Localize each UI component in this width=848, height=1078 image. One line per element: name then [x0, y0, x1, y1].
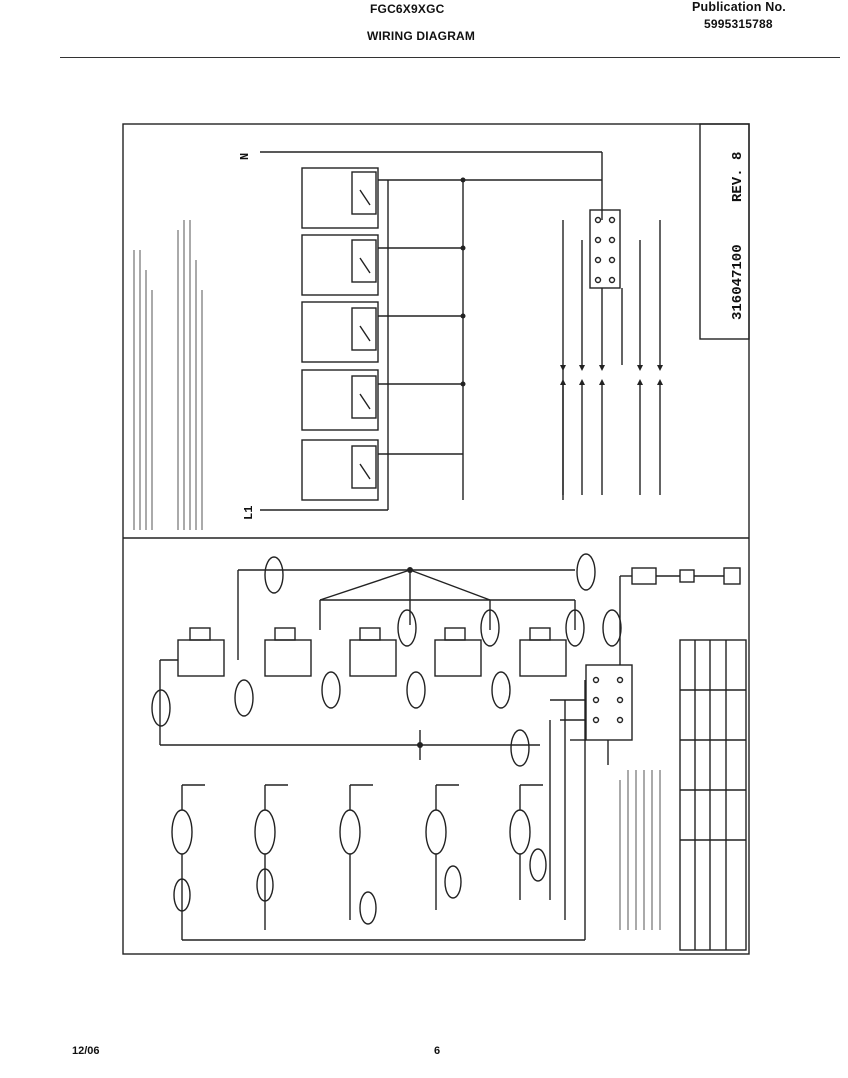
switch-column: [301, 167, 379, 501]
drawing-number: 316047100: [730, 244, 746, 320]
caution-text-block: [133, 220, 203, 530]
l1-label: L1: [242, 505, 256, 520]
note-text-block: [619, 770, 661, 930]
title-block-box: [699, 123, 750, 340]
footer-date: 12/06: [72, 1045, 100, 1057]
igniter-electrodes: [171, 784, 547, 940]
publication-number: 5995315788: [704, 17, 773, 31]
power-plug: [723, 567, 741, 585]
model-number: FGC6X9XGC: [370, 2, 445, 16]
neutral-label: N: [238, 152, 252, 160]
wiring-diagram: 316047100 REV. 8 L1 N: [120, 120, 760, 965]
wiring-diagram-svg: [122, 123, 750, 955]
terminal-block: [631, 567, 657, 585]
diagram-border: [122, 123, 750, 955]
document-title: WIRING DIAGRAM: [367, 29, 476, 43]
header-rule: [60, 57, 840, 58]
lower-spark-module: [585, 664, 633, 741]
publication-label: Publication No.: [692, 0, 786, 14]
electrode-leads: [562, 220, 661, 500]
lead-arrows: [560, 365, 663, 385]
spec-table: [679, 639, 747, 951]
valve-switches: [177, 627, 567, 677]
spark-module-box: [589, 209, 621, 289]
page-number: 6: [434, 1045, 441, 1057]
connector-ovals: [151, 553, 622, 767]
revision-label: REV. 8: [730, 151, 746, 202]
junction-dots: [407, 177, 466, 748]
